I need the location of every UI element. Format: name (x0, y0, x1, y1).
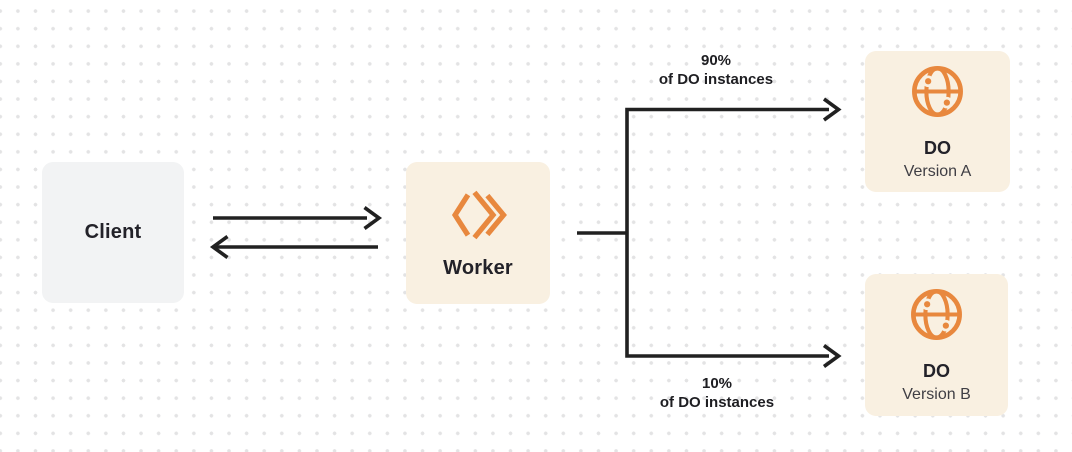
worker-to-client-arrow (209, 235, 378, 259)
workers-chevrons-icon (451, 190, 507, 240)
split-90-label: 90% of DO instances (606, 51, 826, 89)
globe-icon (911, 289, 962, 341)
split-10-label: 10% of DO instances (607, 374, 827, 412)
worker-node: Worker (406, 162, 550, 304)
split-connector (577, 97, 842, 368)
do-a-subtitle: Version A (903, 162, 972, 180)
do-version-a-node: DO Version A (865, 51, 1010, 192)
do-b-title: DO (923, 361, 950, 382)
client-to-worker-arrow (213, 206, 383, 230)
do-version-b-node: DO Version B (865, 274, 1008, 416)
worker-label: Worker (443, 257, 513, 279)
client-node: Client (42, 162, 184, 303)
do-b-subtitle: Version B (902, 386, 971, 404)
client-label: Client (84, 221, 142, 243)
do-a-title: DO (924, 137, 951, 158)
split-90-caption: of DO instances (658, 71, 774, 88)
split-10-caption: of DO instances (659, 394, 775, 411)
globe-icon (912, 65, 963, 117)
split-10-percent: 10% (701, 375, 733, 392)
split-90-percent: 90% (700, 52, 732, 69)
